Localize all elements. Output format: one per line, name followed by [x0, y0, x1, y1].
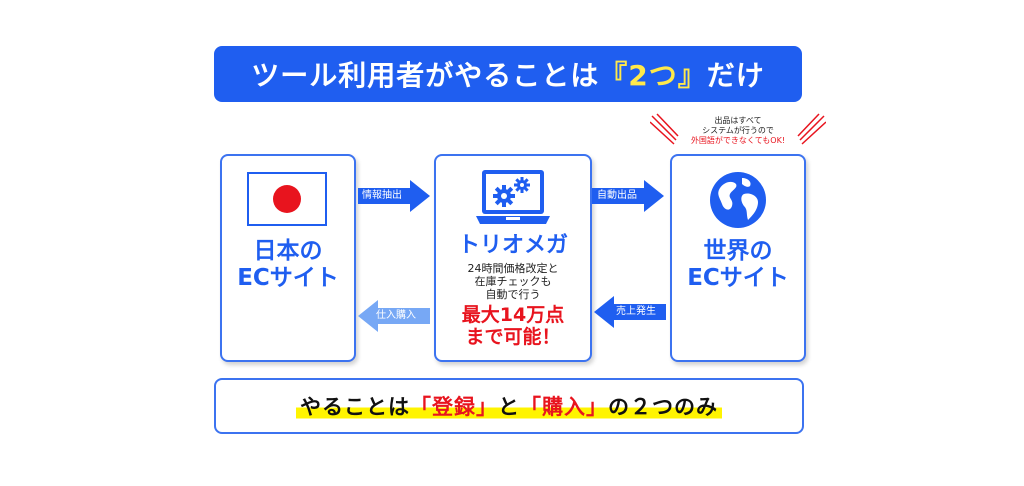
arrow-sale-occur — [594, 296, 666, 328]
triomega-desc-2: 在庫チェックも — [474, 275, 552, 288]
emphasis-lines-left — [650, 113, 679, 145]
summary-purchase: 「購入」 — [520, 395, 608, 419]
japan-ec-line2: ECサイト — [237, 265, 339, 291]
arrow-label-auto-listing: 自動出品 — [597, 190, 637, 201]
arrow-label-sale-occur: 売上発生 — [616, 306, 656, 317]
world-ec-box: 世界の ECサイト — [670, 154, 806, 362]
japan-ec-box: 日本の ECサイト — [220, 154, 356, 362]
triomega-name: トリオメガ — [457, 233, 568, 258]
globe-icon — [710, 172, 766, 228]
laptop-gears-icon — [476, 170, 550, 224]
arrow-info-extract — [358, 180, 430, 212]
note-line-2: システムが行うので — [702, 126, 774, 135]
summary-part-3: の２つのみ — [608, 395, 718, 419]
world-ec-line2: ECサイト — [687, 265, 789, 291]
japan-flag-icon — [247, 172, 327, 226]
arrow-purchase — [358, 300, 430, 332]
title-highlight: 『2つ』 — [599, 59, 707, 92]
title-banner: ツール利用者がやることは『2つ』だけ — [214, 46, 802, 102]
triomega-box: トリオメガ 24時間価格改定と 在庫チェックも 自動で行う 最大14万点 まで可… — [434, 154, 592, 362]
summary-box: やることは「登録」と「購入」の２つのみ — [214, 378, 804, 434]
title-suffix: だけ — [706, 59, 765, 92]
note-line-3: 外国語ができなくてもOK! — [690, 136, 786, 145]
summary-part-1: やることは — [300, 395, 410, 419]
arrow-auto-listing — [592, 180, 664, 212]
triomega-highlight-2: まで可能！ — [465, 326, 561, 348]
triomega-desc-3: 自動で行う — [485, 288, 541, 301]
triomega-highlight-1: 最大14万点 — [461, 304, 565, 326]
summary-part-2: と — [498, 395, 520, 419]
callout-note: 出品はすべて システムが行うので 外国語ができなくてもOK! — [676, 116, 800, 146]
summary-register: 「登録」 — [410, 395, 498, 419]
japan-ec-line1: 日本の — [253, 238, 323, 264]
triomega-desc-1: 24時間価格改定と — [467, 262, 559, 275]
note-line-1: 出品はすべて — [714, 116, 762, 125]
world-ec-line1: 世界の — [703, 238, 773, 264]
summary-text: やることは「登録」と「購入」の２つのみ — [296, 391, 722, 421]
emphasis-lines-right — [797, 113, 826, 145]
title-text: ツール利用者がやることは — [251, 59, 600, 92]
arrow-label-purchase: 仕入購入 — [376, 310, 416, 321]
arrow-label-info-extract: 情報抽出 — [362, 190, 402, 201]
